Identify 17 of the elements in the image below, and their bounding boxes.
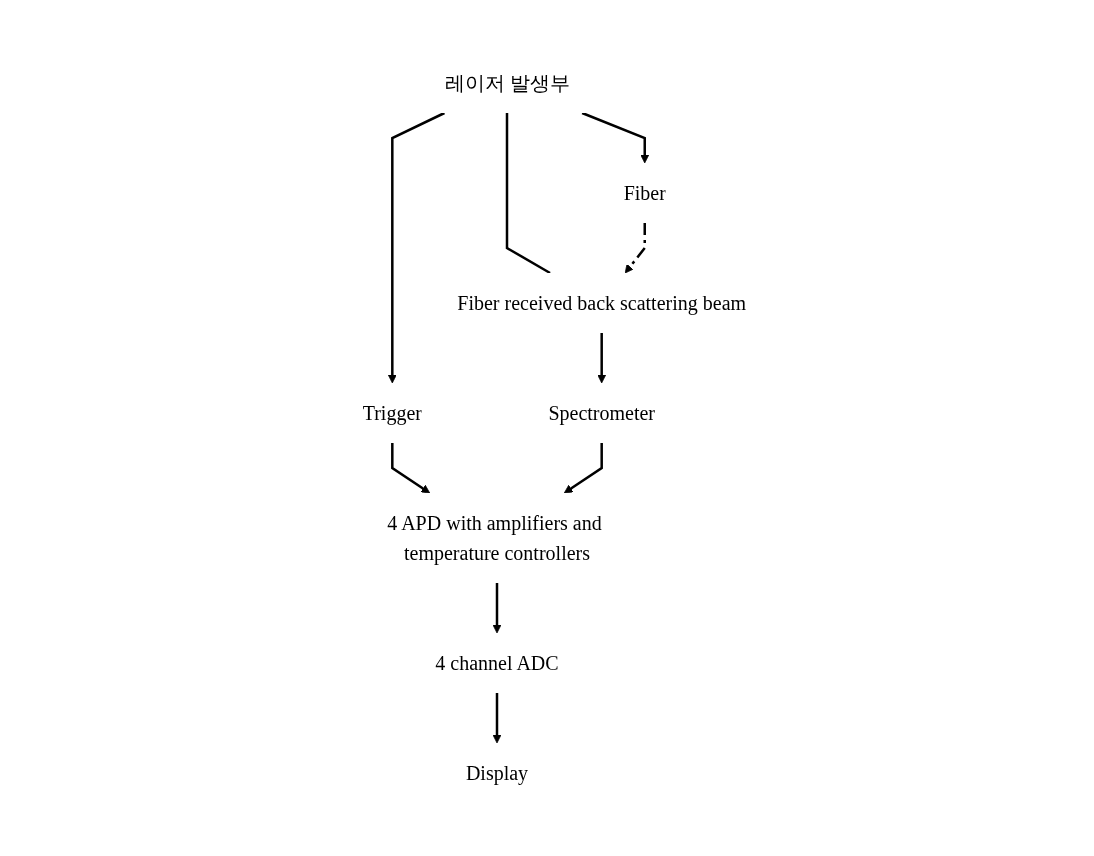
arrow — [597, 333, 607, 384]
arrow — [493, 583, 502, 634]
arrow — [388, 111, 446, 384]
node-text: Trigger — [363, 402, 423, 424]
connector — [506, 113, 552, 275]
arrow — [625, 223, 647, 274]
arrow — [493, 693, 502, 744]
node-text: 4 channel ADC — [435, 652, 560, 674]
node-text: 레이저 발생부 — [444, 72, 570, 94]
node-text: Fiber — [624, 182, 667, 204]
node-text: Fiber received back scattering beam — [457, 292, 747, 314]
arrow — [582, 111, 650, 164]
node-text: Spectrometer — [548, 402, 656, 424]
arrow — [564, 443, 604, 494]
node-text: Display — [466, 762, 529, 784]
arrow — [391, 443, 431, 494]
node-text: 4 APD with amplifiers and temperature controllers — [387, 512, 603, 564]
